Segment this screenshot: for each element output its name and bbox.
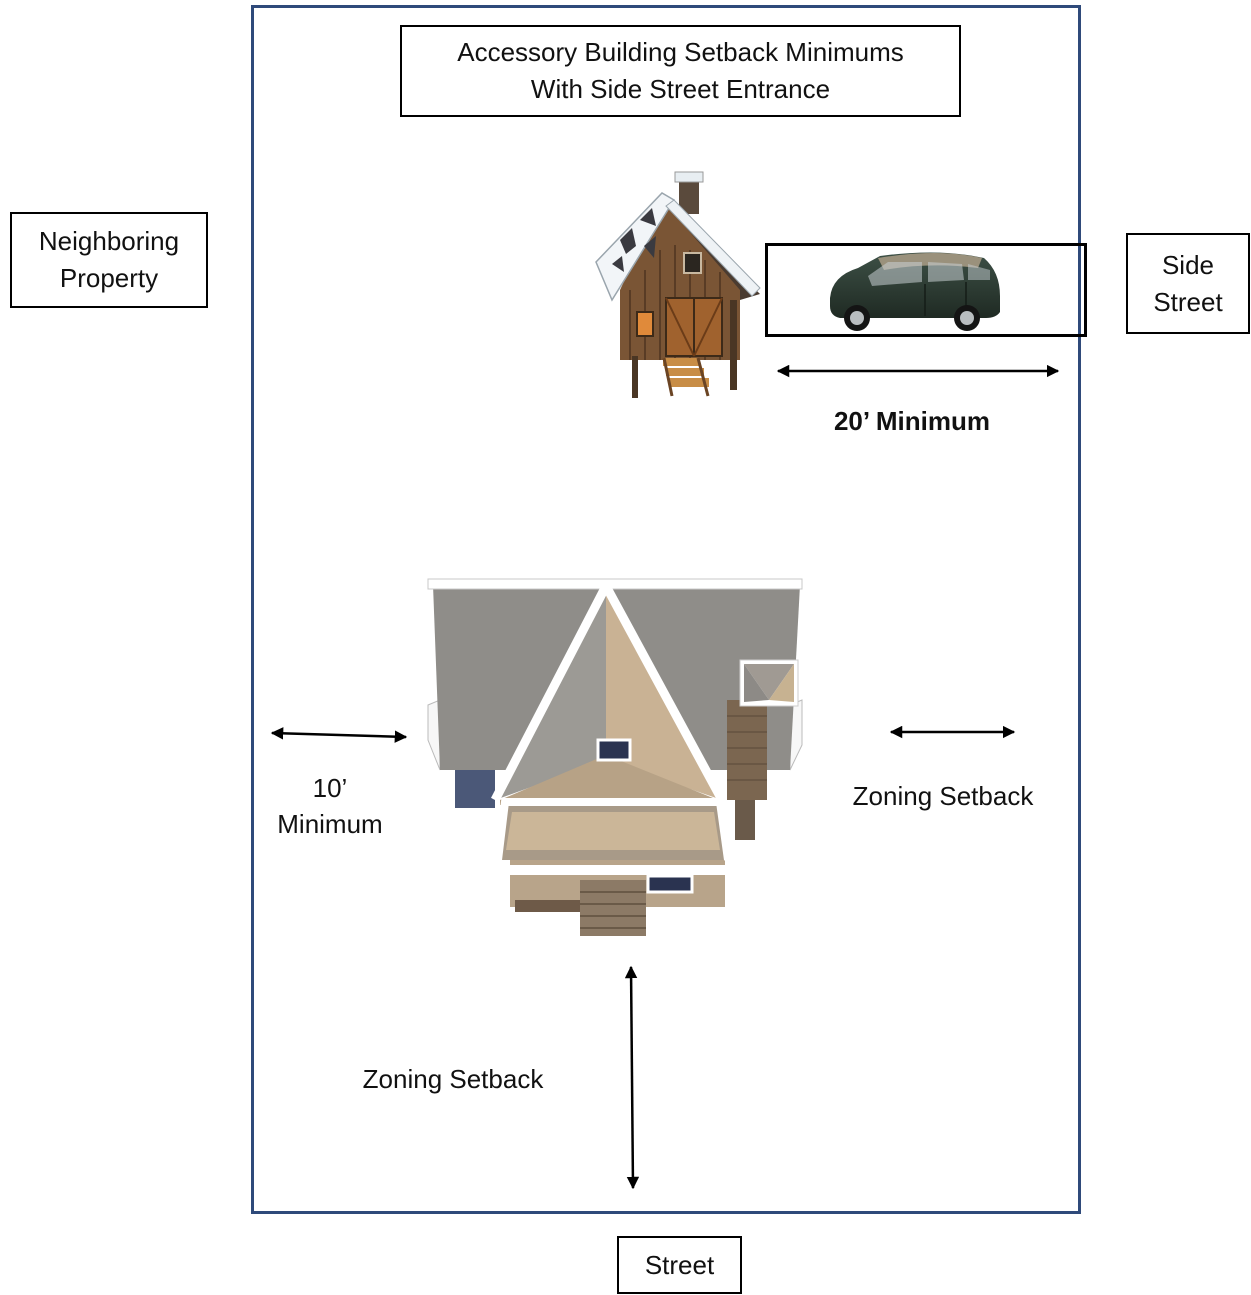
label-zoning-setback-bottom: Zoning Setback: [362, 1064, 544, 1094]
lot-boundary: [251, 5, 1081, 1214]
label-10-minimum-line-2: Minimum: [277, 809, 383, 839]
neighboring-property-label-1: Neighboring: [38, 226, 180, 256]
neighboring-property-label-2: Property: [59, 263, 159, 293]
driveway-frame: [765, 243, 1087, 337]
street-box: Street: [617, 1236, 742, 1294]
snow-cabin-icon: [595, 171, 761, 398]
house-roof-topview-icon: [427, 578, 803, 936]
arrow-zoning-setback-bottom: [624, 965, 640, 1190]
diagram-title: Accessory Building Setback Minimums With…: [400, 25, 961, 117]
label-20-minimum: 20’ Minimum: [833, 406, 991, 436]
car-icon: [830, 252, 1000, 331]
arrow-10-minimum: [270, 727, 408, 743]
side-street-label-1: Side: [1161, 249, 1215, 280]
label-10-minimum: 10’ Minimum: [255, 770, 405, 842]
side-street-label-2: Street: [1153, 286, 1223, 317]
title-line-2: With Side Street Entrance: [530, 74, 831, 104]
title-line-1: Accessory Building Setback Minimums: [457, 37, 904, 67]
neighboring-property-box: Neighboring Property: [10, 212, 208, 308]
label-zoning-setback-right: Zoning Setback: [852, 781, 1034, 811]
street-label: Street: [644, 1249, 715, 1280]
side-street-box: Side Street: [1126, 233, 1250, 334]
label-10-minimum-line-1: 10’: [312, 773, 348, 803]
